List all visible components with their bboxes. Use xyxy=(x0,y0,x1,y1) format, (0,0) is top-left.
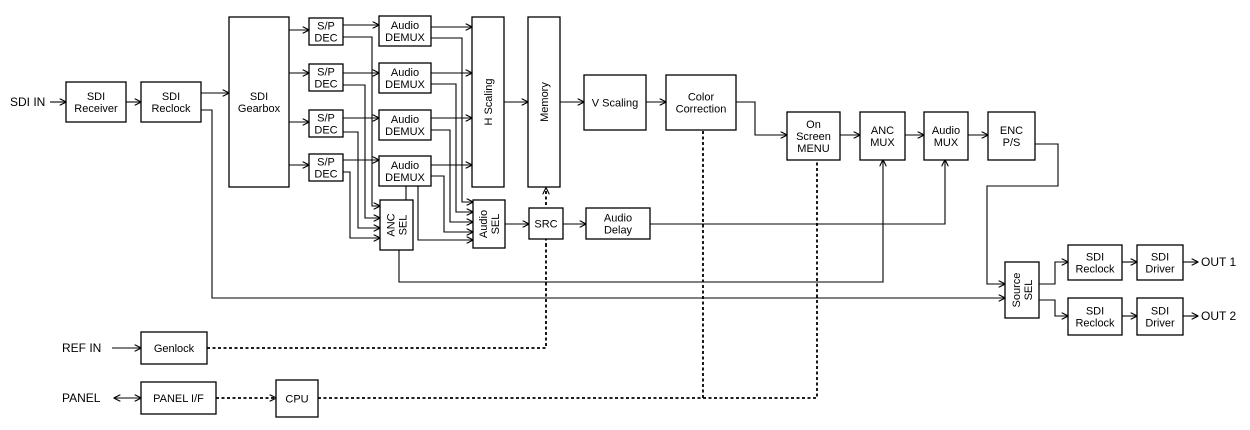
ref-in-label: REF IN xyxy=(62,341,101,355)
genlock-label: Genlock xyxy=(154,343,195,355)
anc-sel-label: ANCSEL xyxy=(386,213,410,236)
memory-block: Memory xyxy=(527,16,561,188)
control-wires xyxy=(207,130,818,398)
audio-sel-label: AudioSEL xyxy=(478,210,502,238)
out2-label: OUT 2 xyxy=(1201,309,1236,323)
source-sel-block: SourceSEL xyxy=(1004,261,1040,319)
sdi-in-label: SDI IN xyxy=(10,95,45,109)
h-scaling-label: H Scaling xyxy=(483,78,495,125)
genlock-block: Genlock xyxy=(140,331,208,365)
anc-sel-block: ANCSEL xyxy=(379,199,414,251)
source-sel-label: SourceSEL xyxy=(1011,273,1035,308)
h-scaling-block: H Scaling xyxy=(471,16,505,188)
signal-wires xyxy=(50,25,1198,398)
v-scaling-block: V Scaling xyxy=(583,74,647,131)
cpu-block: CPU xyxy=(275,379,319,418)
panel-if-label: PANEL I/F xyxy=(153,393,204,405)
out1-label: OUT 1 xyxy=(1201,255,1236,269)
src-label: SRC xyxy=(534,219,557,231)
cpu-label: CPU xyxy=(285,394,308,406)
src-block: SRC xyxy=(528,207,564,240)
panel-if-block: PANEL I/F xyxy=(140,381,217,415)
audio-sel-block: AudioSEL xyxy=(472,199,506,249)
v-scaling-label: V Scaling xyxy=(592,98,638,110)
panel-label: PANEL xyxy=(62,391,101,405)
memory-label: Memory xyxy=(539,82,551,122)
